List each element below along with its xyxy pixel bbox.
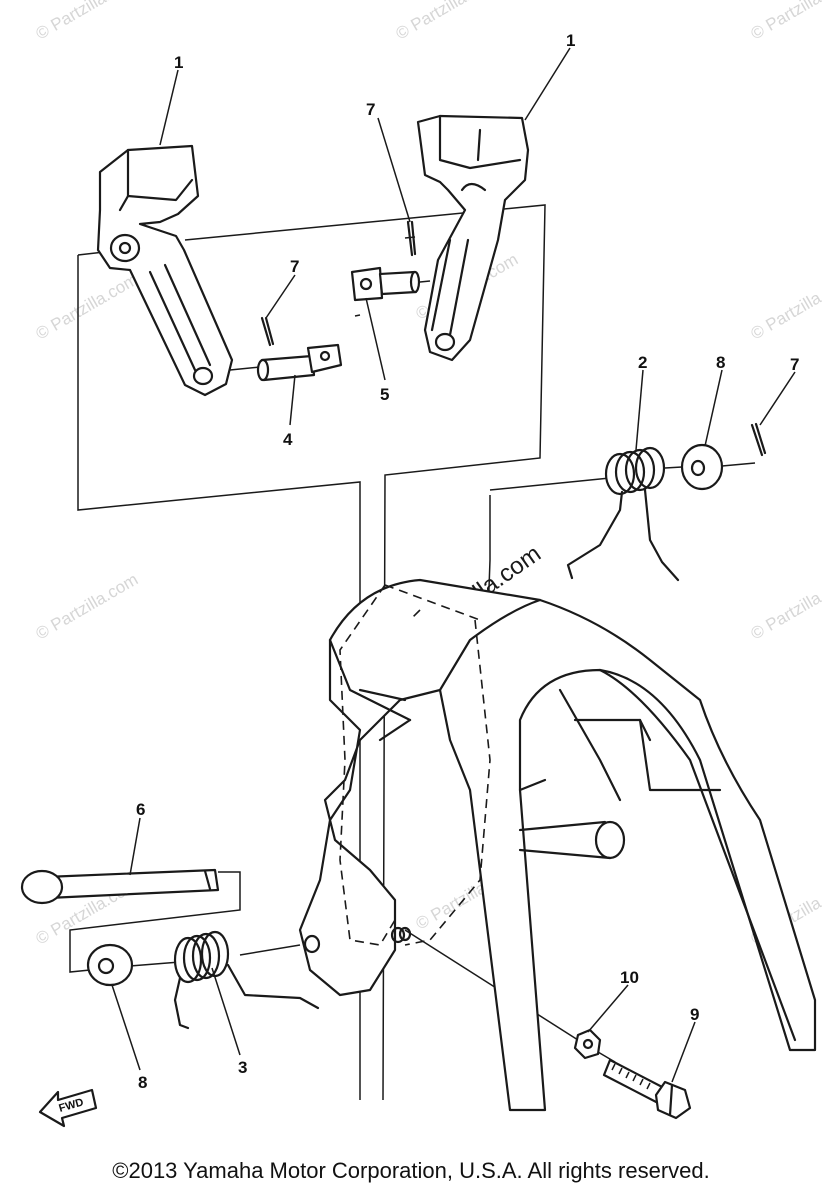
watermark: © Partzilla.com (33, 270, 142, 344)
callout-1-left: 1 (174, 53, 183, 72)
callout-3: 3 (238, 1058, 247, 1077)
callout-7-mid: 7 (290, 257, 299, 276)
callout-10: 10 (620, 968, 639, 987)
watermark: © Partzilla.com (393, 0, 502, 43)
forward-arrow-icon: FWD (38, 1088, 98, 1128)
callout-9: 9 (690, 1005, 699, 1024)
copyright-notice: ©2013 Yamaha Motor Corporation, U.S.A. A… (112, 1158, 710, 1183)
callout-7-right: 7 (790, 355, 799, 374)
cotter-pin-7-top (406, 220, 417, 257)
callout-6: 6 (136, 800, 145, 819)
washer-8-lower (86, 943, 134, 987)
washer-8-upper (680, 443, 724, 491)
callout-5: 5 (380, 385, 389, 404)
leader-lines (111, 47, 796, 1083)
spring-2 (566, 446, 680, 582)
watermark: © Partzilla.com (748, 270, 822, 344)
nut-10 (573, 1028, 602, 1060)
callout-labels: 1 1 7 7 7 4 5 2 8 6 8 3 10 9 (136, 31, 799, 1092)
watermark: © Partzilla.com (33, 0, 142, 43)
watermark: © Partzilla.com (748, 570, 822, 644)
watermark: © Partzilla.com (748, 0, 822, 43)
callout-4: 4 (283, 430, 293, 449)
callout-1-right: 1 (566, 31, 575, 50)
callout-8-lower: 8 (138, 1073, 147, 1092)
hidden-bracket-outline (339, 584, 491, 946)
callout-2: 2 (638, 353, 647, 372)
watermark: © Partzilla.com (33, 570, 142, 644)
bracket-right (416, 114, 530, 362)
pin-5 (350, 266, 421, 302)
cotter-pin-7-mid (260, 316, 275, 347)
bracket-left (96, 144, 234, 397)
main-bracket (298, 578, 817, 1112)
bolt-9 (602, 1058, 692, 1120)
spring-3 (173, 930, 320, 1030)
callout-7-top: 7 (366, 100, 375, 119)
pin-6 (20, 868, 220, 905)
callout-8-upper: 8 (716, 353, 725, 372)
cotter-pin-7-right (750, 422, 767, 457)
pin-4 (256, 343, 343, 382)
